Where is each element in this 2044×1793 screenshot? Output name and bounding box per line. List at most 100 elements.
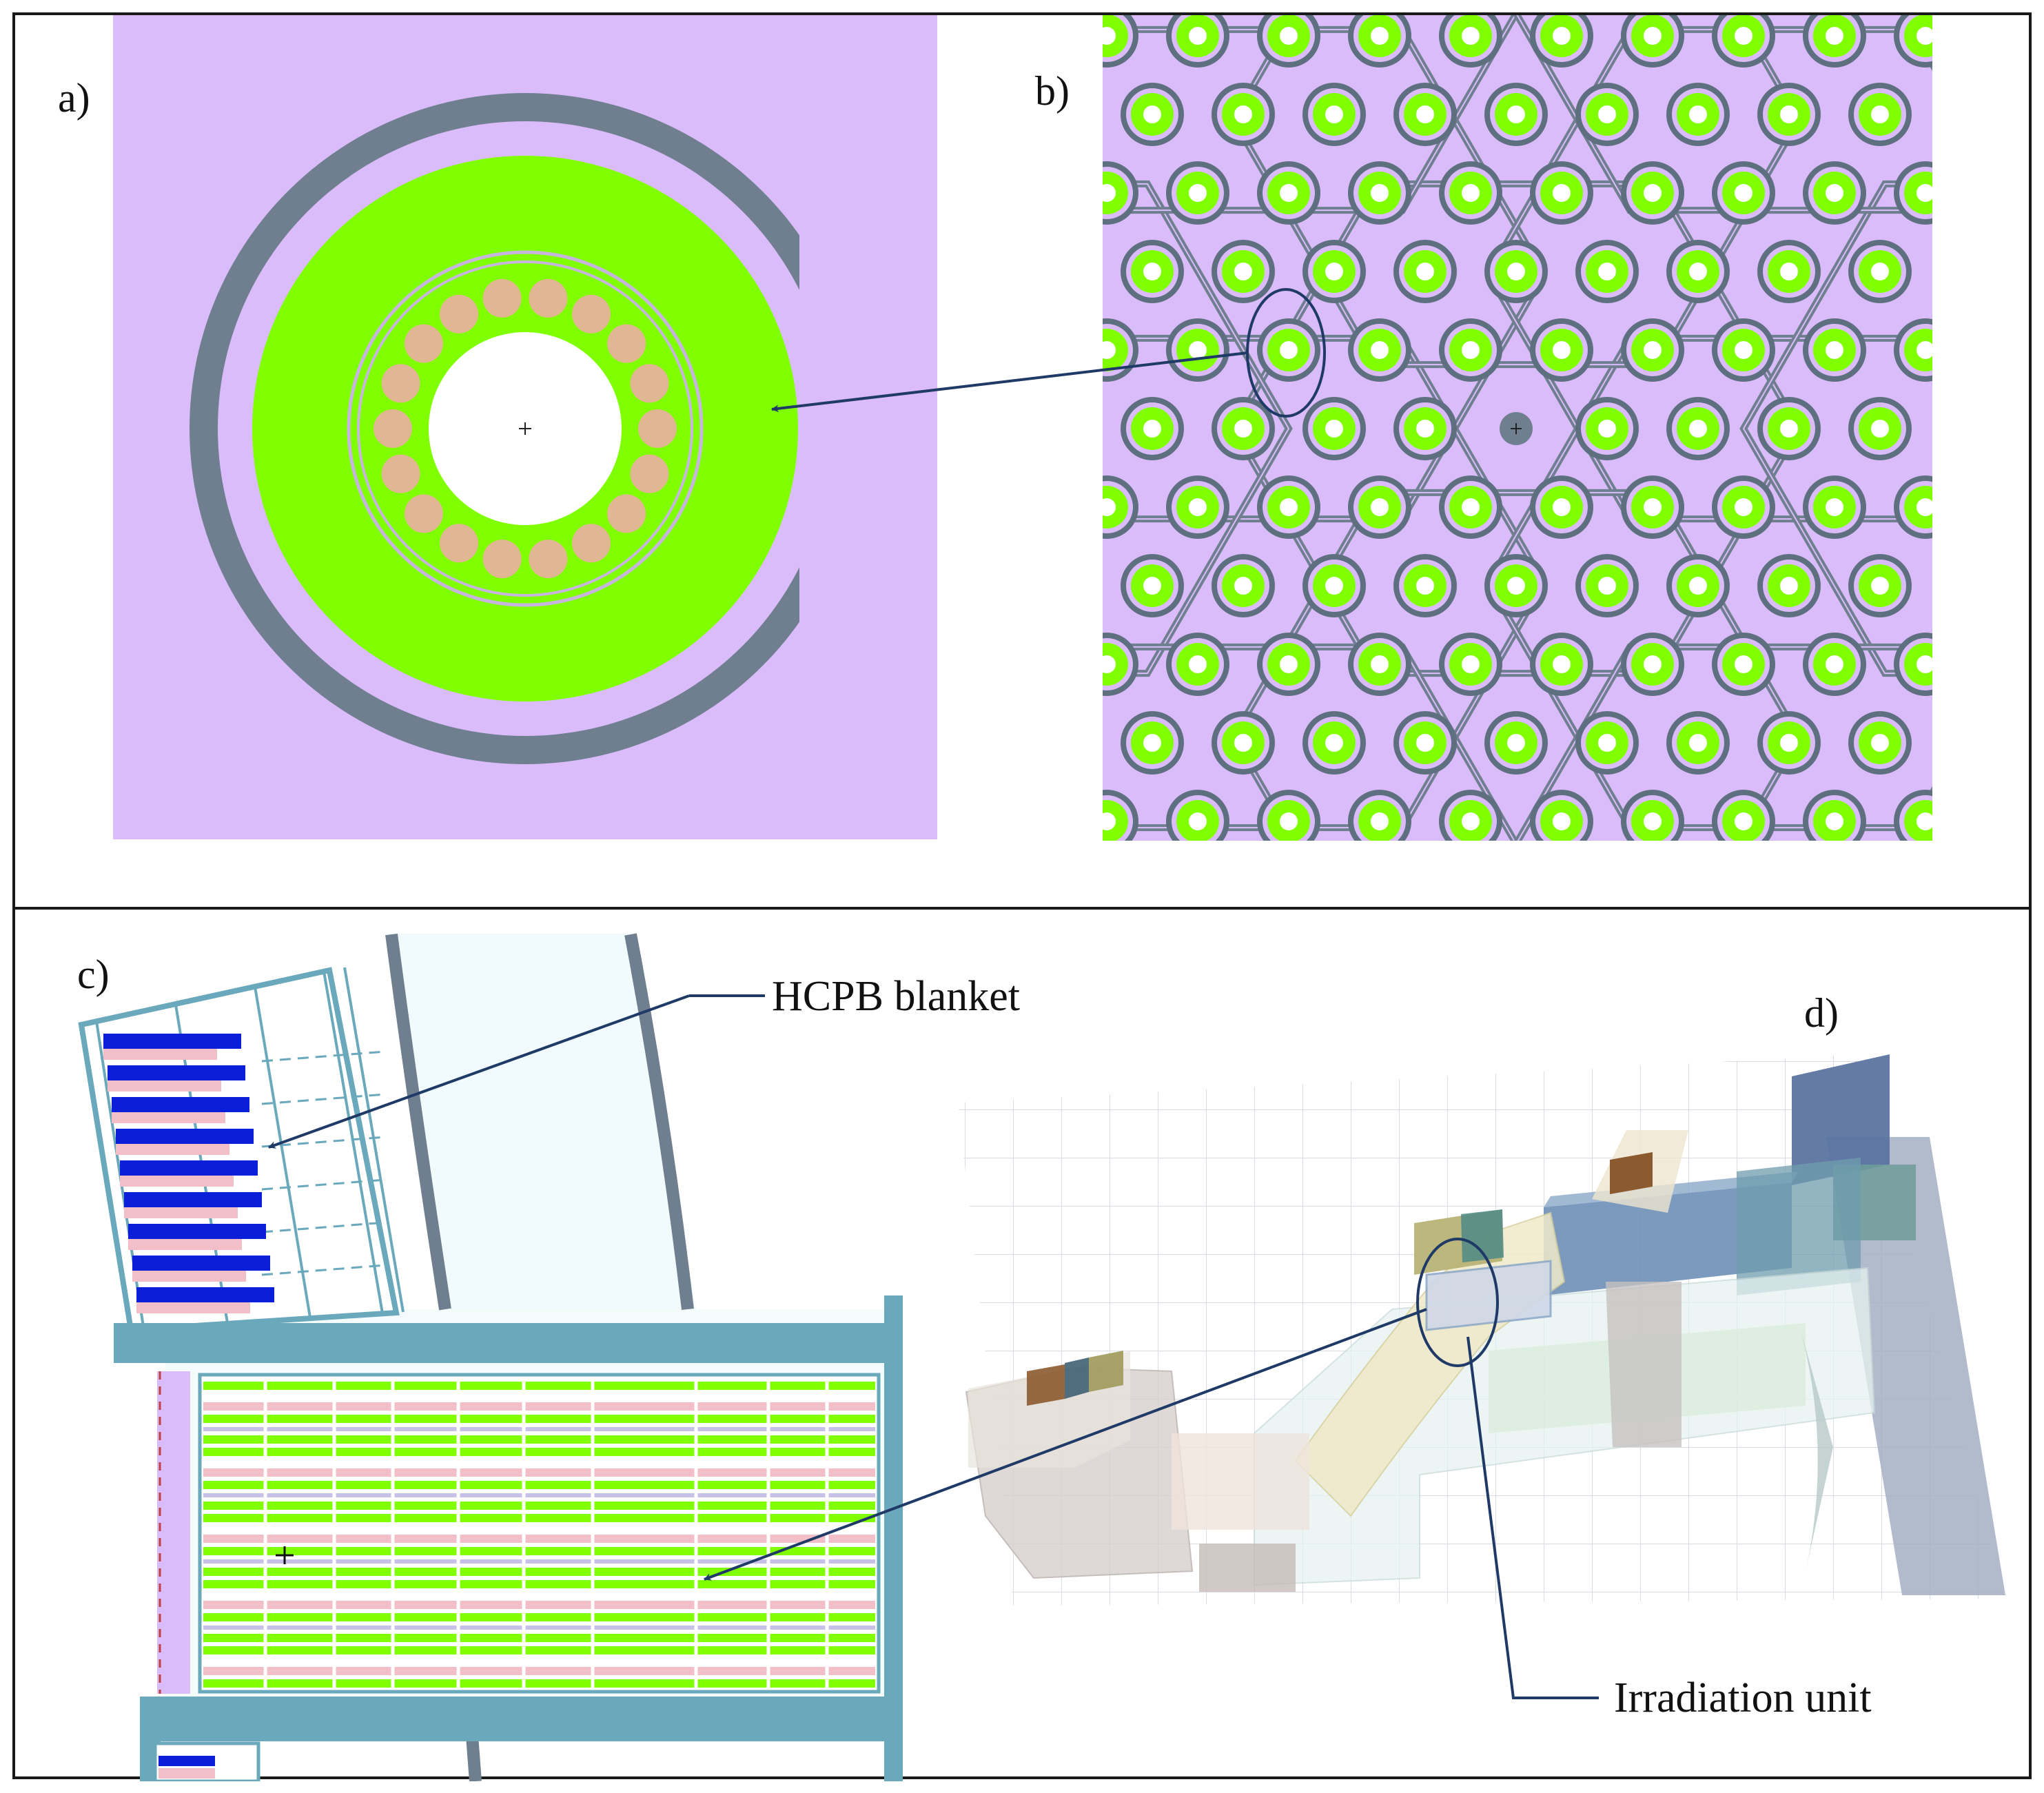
irradiation-unit-marker [1416, 1238, 1499, 1367]
fuel-pin-void [1553, 27, 1571, 45]
blanket-dashed-line [261, 1178, 387, 1191]
fuel-pin-void [1189, 27, 1207, 45]
fuel-pin-void [1598, 734, 1616, 752]
inner-boundary-ring [347, 250, 704, 607]
stack-layer [203, 1382, 875, 1390]
hex-wrapper-gap [1742, 183, 1932, 675]
breeder-row-blue [112, 1097, 249, 1112]
fuel-pin-void [1462, 184, 1480, 202]
blanket-dashed-line [261, 1050, 387, 1063]
fuel-pin-void [1189, 184, 1207, 202]
fuel-pin-void [1462, 27, 1480, 45]
fuel-pin-void [1103, 498, 1116, 516]
irradiation-stack-frame [198, 1373, 881, 1694]
blanket-grid-line [254, 986, 311, 1318]
fuel-pin-void [1234, 105, 1252, 123]
fuel-pin-void [1143, 734, 1161, 752]
fuel-pin-void [1462, 655, 1480, 673]
stack-layer [203, 1481, 875, 1489]
fuel-pin-void [1325, 734, 1343, 752]
breeder-row-blue [128, 1224, 266, 1239]
first-wall-strip [157, 1371, 190, 1694]
blanket-dashed-line [261, 1264, 387, 1276]
breeder-row-blue [116, 1129, 254, 1144]
fuel-pin-void [1280, 812, 1298, 830]
tan-rod [404, 324, 443, 363]
fuel-pin-void [1735, 498, 1752, 516]
panel-a-label: a) [58, 75, 90, 121]
tan-rod [607, 494, 646, 533]
stack-layer [203, 1435, 875, 1444]
fuel-pin-void [1143, 577, 1161, 595]
fuel-pin-void [1553, 655, 1571, 673]
fuel-pin-void [1917, 27, 1932, 45]
fuel-pin-void [1462, 341, 1480, 359]
irradiation-arrow-left [703, 1308, 1427, 1581]
tan-rod [374, 409, 412, 448]
breeder-row-blue [132, 1256, 270, 1271]
fuel-pin-void [1325, 105, 1343, 123]
fuel-pin-void [1871, 420, 1889, 438]
stack-layer [203, 1468, 875, 1477]
fuel-pin-void [1644, 27, 1662, 45]
stack-layer [203, 1493, 875, 1497]
hcpb-arrow [267, 994, 690, 1149]
stack-layer [203, 1592, 875, 1597]
fuel-pin-void [1371, 341, 1389, 359]
fuel-pin-void [1917, 812, 1932, 830]
stack-layer [203, 1502, 875, 1510]
fuel-pin-void [1103, 341, 1116, 359]
fuel-pin-void [1371, 27, 1389, 45]
fuel-pin-void [1553, 498, 1571, 516]
fuel-pin-void [1780, 420, 1798, 438]
blanket-dashed-line [261, 1136, 387, 1148]
fuel-pin-void [1507, 577, 1525, 595]
tan-rod [440, 294, 478, 334]
fuel-pin-void [1735, 812, 1752, 830]
panel-a-pin-cross-section: a) [58, 15, 937, 839]
vessel-wall-left [385, 933, 451, 1311]
breeder-row-pink [136, 1302, 250, 1313]
fuel-pin-void [1371, 655, 1389, 673]
tan-rod [404, 494, 443, 533]
fuel-pin-void [1689, 420, 1707, 438]
lower-blanket-fill-2 [159, 1768, 215, 1779]
stack-layer [203, 1613, 875, 1621]
stack-crosshair [276, 1546, 294, 1564]
panel-b-assembly-lattice: b) [770, 15, 1932, 841]
stack-layer [203, 1547, 875, 1555]
fuel-pin-void [1462, 812, 1480, 830]
beam-extension [1737, 1158, 1861, 1295]
fuel-pin-void [1371, 184, 1389, 202]
fuel-pin-void [1143, 263, 1161, 280]
fuel-pin-void [1917, 184, 1932, 202]
fuel-pin-void [1871, 577, 1889, 595]
fuel-pin-void [1826, 498, 1843, 516]
vessel-wall-right [624, 933, 694, 1311]
tan-rod [381, 364, 420, 403]
breeder-row-pink [128, 1239, 242, 1250]
tan-rod [440, 524, 478, 563]
stack-layer [203, 1559, 875, 1564]
fuel-pin-void [1462, 498, 1480, 516]
fuel-pin-void [1644, 341, 1662, 359]
breeder-row-pink [108, 1080, 221, 1092]
tower-top-block [1792, 1054, 1890, 1185]
irradiation-tube [1425, 1260, 1552, 1331]
stack-layer [203, 1415, 875, 1423]
tan-rod [630, 454, 669, 493]
tan-rod [482, 540, 522, 579]
fuel-pin-void [1871, 263, 1889, 280]
fuel-pin-void [1826, 341, 1843, 359]
breeder-row-pink [116, 1144, 229, 1155]
small-brown-cube [1610, 1152, 1653, 1194]
breeder-pebble-rows [103, 1034, 274, 1313]
lower-support-plate [140, 1697, 892, 1741]
blanket-grid-line [343, 967, 405, 1313]
middle-cream-block [1172, 1433, 1309, 1530]
fuel-pin-void [1598, 420, 1616, 438]
fuel-pin-void [1234, 577, 1252, 595]
breeder-row-blue [136, 1287, 274, 1302]
tan-rod [482, 278, 522, 318]
